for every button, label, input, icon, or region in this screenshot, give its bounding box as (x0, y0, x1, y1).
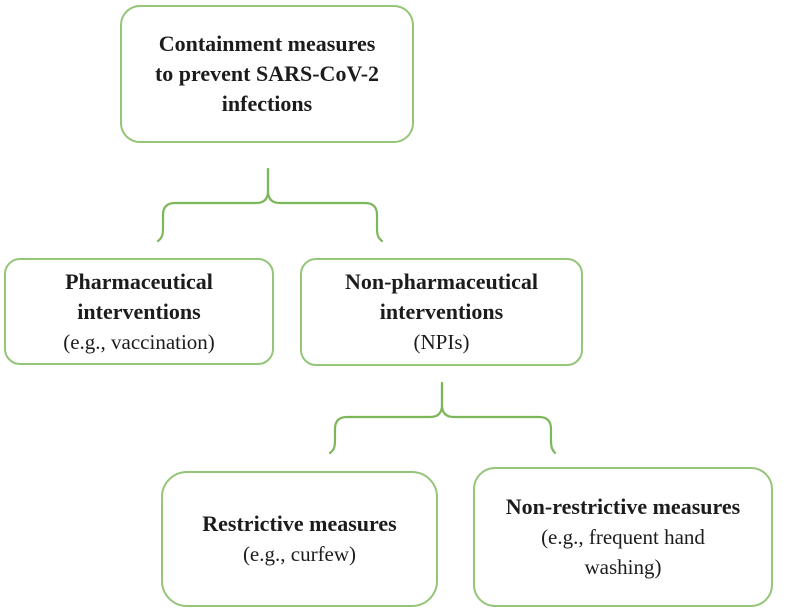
node-title-line: to prevent SARS-CoV-2 (154, 61, 380, 86)
node-title-line: Restrictive measures (202, 511, 397, 536)
node-title-line: Containment measures (158, 31, 376, 56)
node-title-line: infections (221, 91, 313, 116)
node-restrictive-measures: Restrictive measures (e.g., curfew) (161, 471, 438, 607)
node-non-pharmaceutical-interventions: Non-pharmaceutical interventions (NPIs) (300, 258, 583, 366)
node-containment-measures: Containment measures to prevent SARS-CoV… (120, 5, 414, 143)
node-title-line: Pharmaceutical (65, 268, 213, 294)
node-subtitle-line: (e.g., curfew) (242, 542, 357, 566)
node-subtitle-line: (e.g., vaccination) (63, 329, 215, 354)
node-title-line: interventions (77, 298, 201, 324)
node-non-restrictive-measures: Non-restrictive measures (e.g., frequent… (473, 467, 773, 607)
brace-connector-bottom (328, 381, 557, 455)
node-subtitle-line: (NPIs) (413, 330, 470, 354)
node-title-line: interventions (379, 299, 504, 324)
node-title-line: Non-restrictive measures (505, 494, 741, 519)
node-subtitle-line: (e.g., frequent hand (541, 525, 705, 549)
node-title-line: Non-pharmaceutical (344, 269, 539, 294)
node-pharmaceutical-interventions: Pharmaceutical interventions (e.g., vacc… (4, 258, 274, 365)
node-subtitle-line: washing) (584, 555, 662, 579)
brace-connector-top (156, 167, 384, 243)
